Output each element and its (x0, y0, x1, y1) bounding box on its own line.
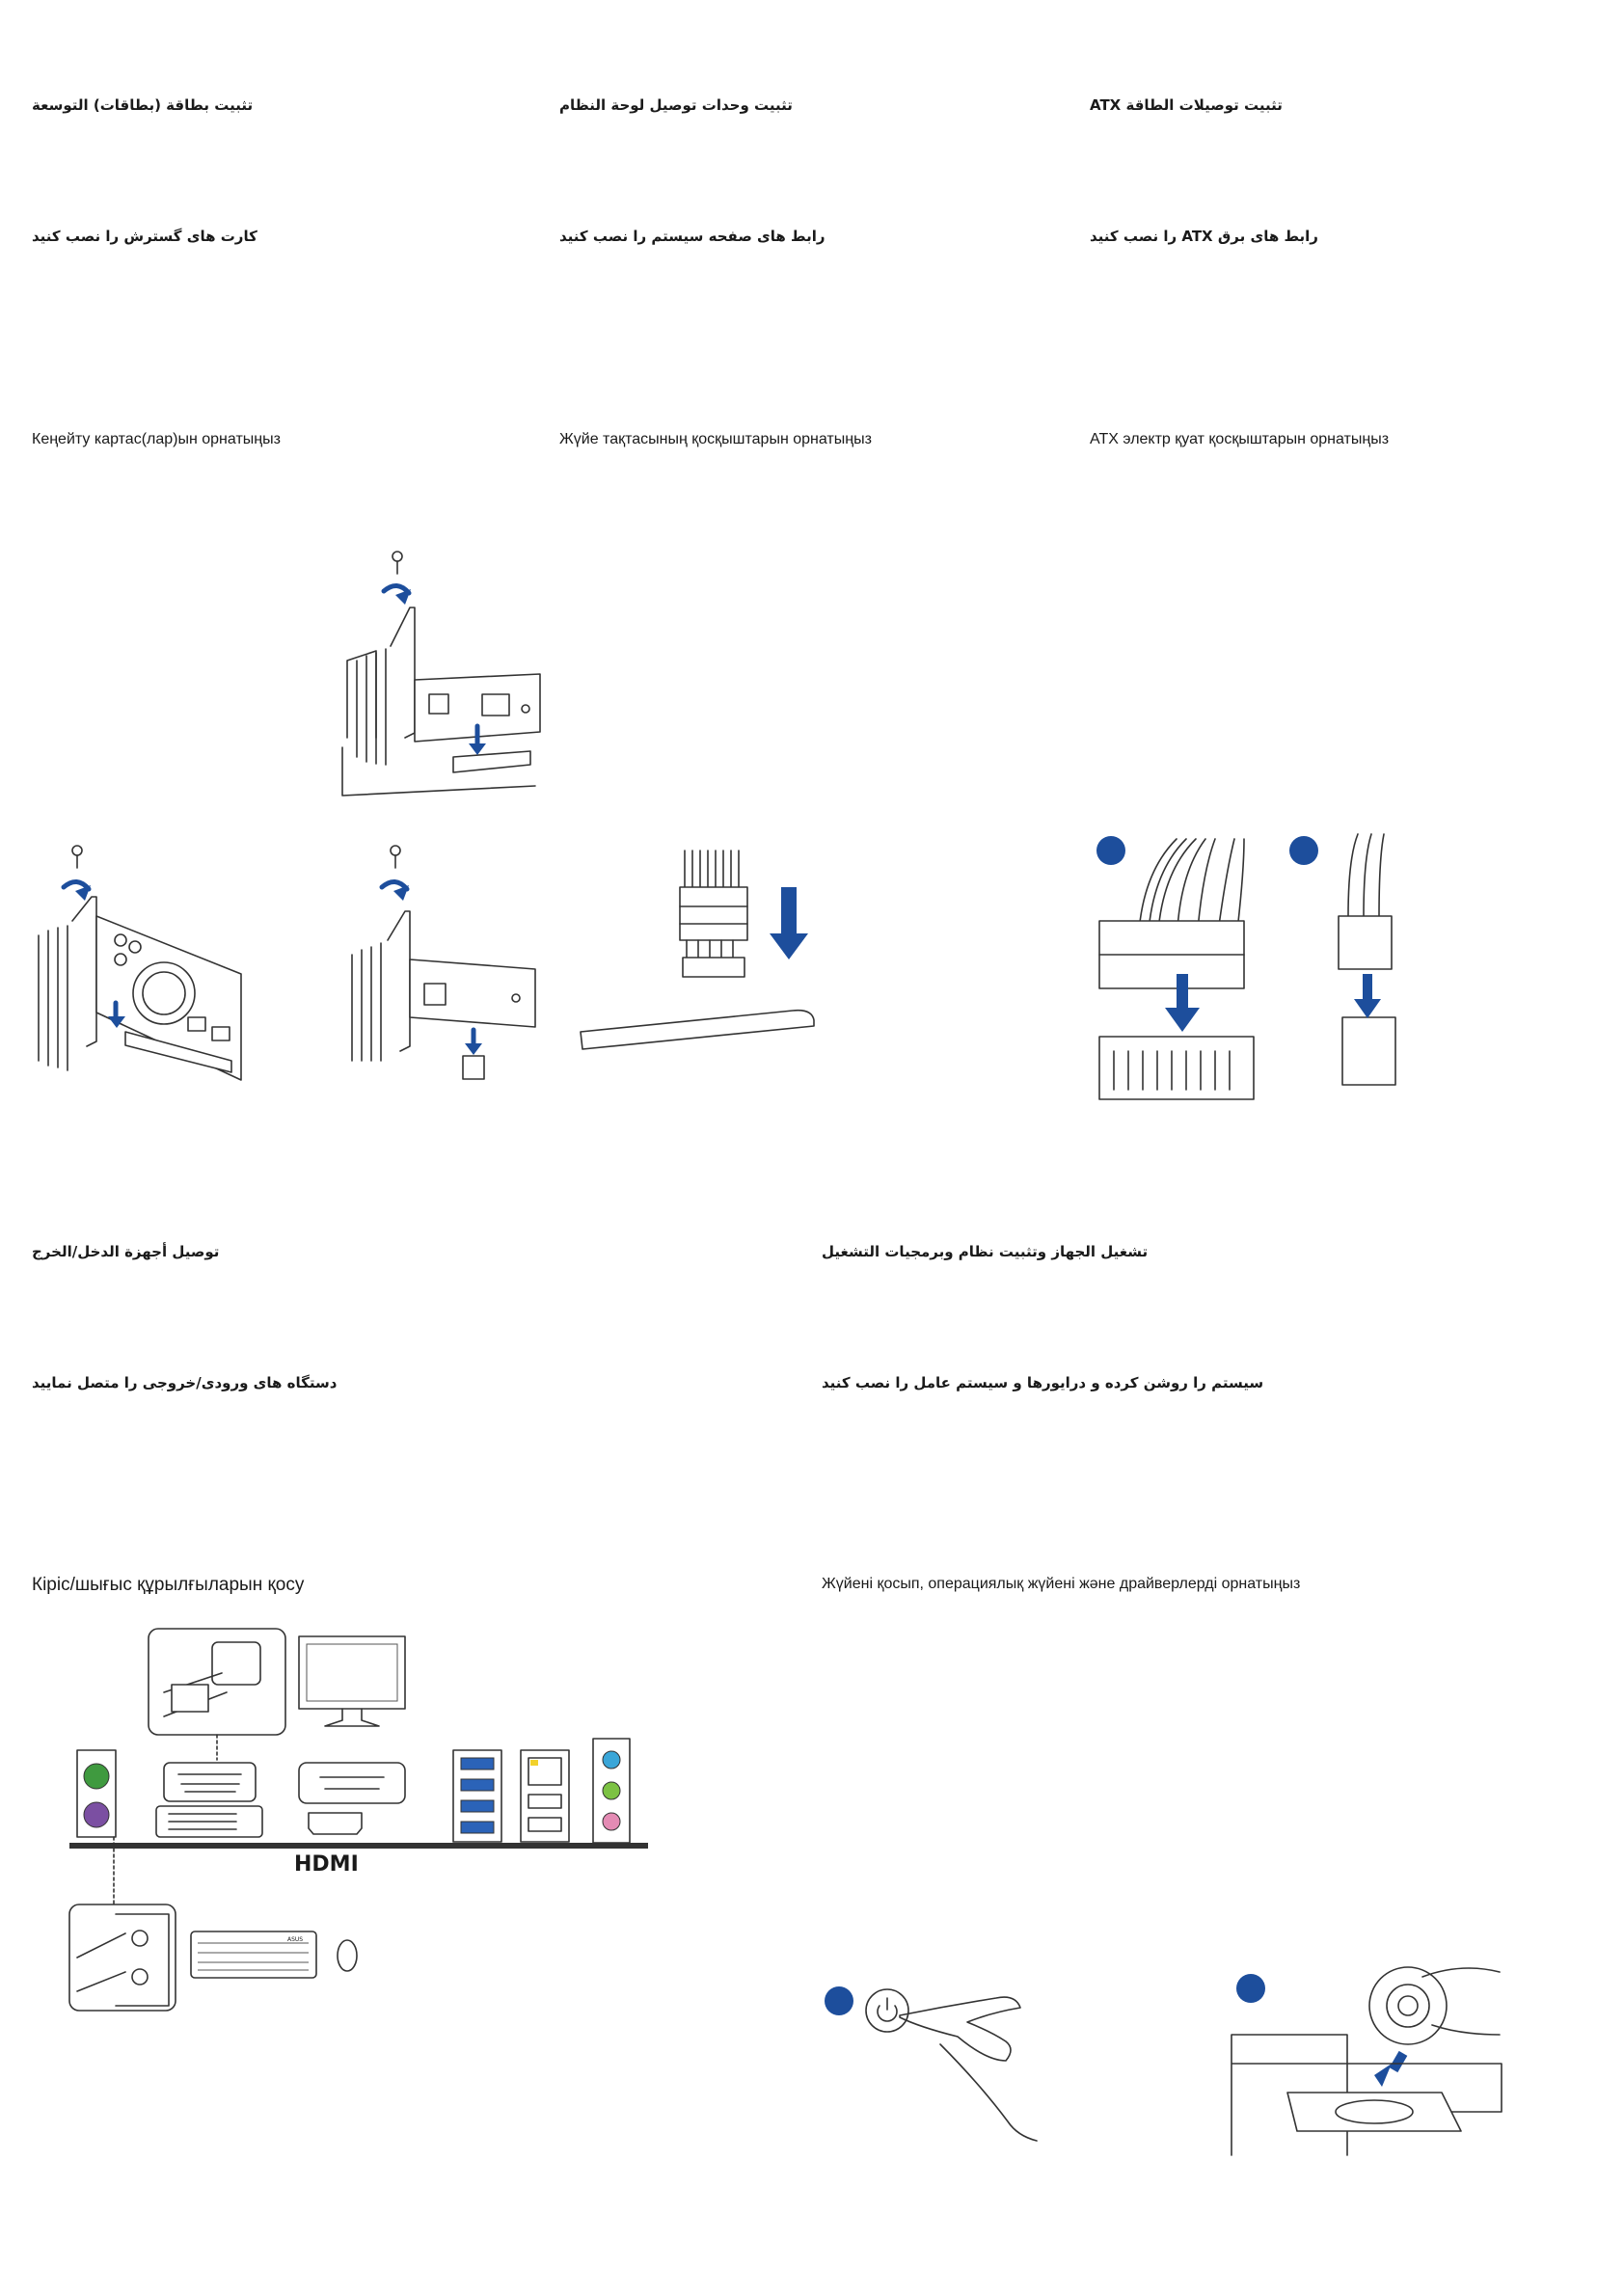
step-2-badge (1236, 1974, 1265, 2003)
power-on-heading-arabic: تشغيل الجهاز وتثبيت نظام وبرمجيات التشغي… (822, 1243, 1149, 1260)
serial-port (298, 1762, 406, 1804)
power-button-illustration (825, 1986, 1038, 2142)
expansion-heading-kazakh: Кеңейту картас(лар)ын орнатыңыз (32, 431, 281, 447)
disc-tray (1286, 2092, 1462, 2132)
atx-power-illustration (1096, 833, 1396, 1100)
expansion-heading-arabic: تثبيت بطاقة (بطاقات) التوسعة (32, 96, 254, 114)
screw-icon (71, 845, 83, 869)
screw-icon (390, 845, 401, 869)
expansion-heading-persian: کارت های گسترش را نصب کنید (32, 228, 257, 245)
usb3-port (460, 1799, 495, 1813)
usb3-port (460, 1821, 495, 1834)
screw-icon (392, 551, 403, 575)
step-2-badge (1289, 836, 1318, 865)
cable-wires (684, 850, 740, 890)
audio-line-in-jack (602, 1750, 621, 1769)
step-1-badge (825, 1986, 853, 2015)
front-panel-heading-arabic: تثبيت وحدات توصيل لوحة النظام (559, 96, 793, 114)
expansion-card-x1-illustration (351, 845, 536, 1080)
io-heading-arabic: توصيل أجهزة الدخل/الخرج (32, 1243, 220, 1260)
disc-icon (1368, 1966, 1448, 2045)
hdmi-logo: HDMI (294, 1852, 359, 1877)
atx-power-heading-arabic: تثبيت توصيلات الطاقة ATX (1090, 96, 1283, 114)
vga-port (163, 1762, 257, 1802)
power-on-heading-persian: سیستم را روشن کرده و درایورها و سیستم عا… (822, 1374, 1264, 1391)
power-button-icon (865, 1988, 909, 2033)
power-on-heading-kazakh: Жүйені қосып, операциялық жүйені және др… (822, 1576, 1301, 1592)
ps2-callout (68, 1904, 176, 2012)
io-heading-persian: دستگاه های ورودی/خروجی را متصل نمایید (32, 1374, 338, 1391)
audio-mic-jack (602, 1812, 621, 1831)
mouse-icon (337, 1939, 358, 1972)
hdmi-port (308, 1812, 363, 1835)
expansion-card-small-illustration (341, 551, 541, 797)
usb3-port (460, 1778, 495, 1792)
ps2-mouse-port (83, 1763, 110, 1790)
keyboard-brand: ASUS (287, 1936, 303, 1943)
finger-icon (899, 1996, 1021, 2062)
atx-power-heading-kazakh: ATX электр қуат қосқыштарын орнатыңыз (1090, 431, 1390, 447)
keyboard-icon: ASUS (190, 1931, 317, 1979)
monitor-icon (298, 1635, 406, 1727)
step-1-badge (1096, 836, 1125, 865)
front-panel-heading-persian: رابط های صفحه سیستم را نصب کنید (559, 228, 826, 245)
usb2-port (528, 1817, 562, 1832)
front-panel-connector-illustration (580, 850, 815, 1050)
os-install-disc-illustration (1231, 1966, 1502, 2156)
down-arrow-icon (770, 887, 808, 959)
graphics-card-illustration (38, 845, 242, 1081)
audio-line-out-jack (602, 1781, 621, 1800)
usb2-port (528, 1794, 562, 1809)
usb3-port (460, 1757, 495, 1770)
io-heading-kazakh: Кіріс/шығыс құрылғыларын қосу (32, 1575, 305, 1595)
ps2-keyboard-port (83, 1801, 110, 1828)
rear-io-panel-illustration: HDMI ASUS (68, 1628, 648, 2012)
front-panel-heading-kazakh: Жүйе тақтасының қосқыштарын орнатыңыз (559, 431, 872, 447)
atx-power-heading-persian: رابط های برق ATX را نصب کنید (1090, 228, 1318, 245)
